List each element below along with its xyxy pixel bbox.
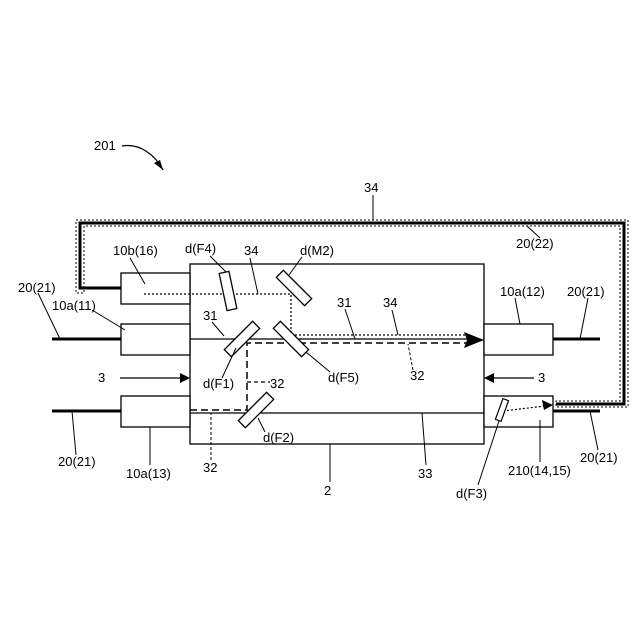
device-ref-label: 201 <box>94 138 116 153</box>
label-filter-F3: d(F3) <box>456 486 487 501</box>
ferrule-10b-16 <box>121 273 190 304</box>
label-31-mid: 31 <box>337 295 351 310</box>
leader-10a-11 <box>92 310 125 330</box>
label-body-2: 2 <box>324 483 331 498</box>
leader-10a-12 <box>515 298 520 324</box>
leader-34-mid <box>392 310 398 335</box>
label-31-left: 31 <box>203 308 217 323</box>
label-34-mid: 34 <box>383 295 397 310</box>
label-32-left: 32 <box>270 376 284 391</box>
label-filter-F1: d(F1) <box>203 376 234 391</box>
filter-F2 <box>238 392 273 427</box>
leader-20-21-right-bottom <box>590 411 598 450</box>
label-20-21-right-bottom: 20(21) <box>580 450 618 465</box>
leader-31-left <box>212 322 224 336</box>
mirror-M2 <box>276 270 311 305</box>
label-34-upper: 34 <box>244 243 258 258</box>
label-10a-13: 10a(13) <box>126 466 171 481</box>
leader-F5 <box>306 352 330 372</box>
label-mirror-M2: d(M2) <box>300 243 334 258</box>
label-filter-F2: d(F2) <box>263 430 294 445</box>
label-10b-16: 10b(16) <box>113 243 158 258</box>
label-20-21-left-bottom: 20(21) <box>58 454 96 469</box>
leader-M2 <box>289 257 302 275</box>
leader-20-21-left-bottom <box>72 411 76 455</box>
leader-31-mid <box>345 309 355 339</box>
label-10a-11: 10a(11) <box>52 298 96 313</box>
beam-combined-arrowhead <box>464 332 484 348</box>
label-34-top: 34 <box>364 180 378 195</box>
leader-F3 <box>478 421 499 485</box>
label-33: 33 <box>418 466 432 481</box>
label-3-left: 3 <box>98 370 105 385</box>
ref-3-left-arrowhead <box>180 373 190 383</box>
label-210: 210(14,15) <box>508 463 571 478</box>
label-20-21-left-top: 20(21) <box>18 280 56 295</box>
filter-F4 <box>219 271 237 310</box>
label-32-bottom: 32 <box>203 460 217 475</box>
label-10a-12: 10a(12) <box>500 284 545 299</box>
ferrule-10a-11 <box>121 324 190 355</box>
ferrule-10a-13 <box>121 396 190 427</box>
ref-3-right-arrowhead <box>484 373 494 383</box>
label-filter-F4: d(F4) <box>185 241 216 256</box>
ferrule-10a-12 <box>484 324 553 355</box>
label-32-right: 32 <box>410 368 424 383</box>
device-ref-arrowhead <box>154 160 163 170</box>
label-20-22: 20(22) <box>516 236 554 251</box>
device-ref-arrow <box>122 146 163 170</box>
label-20-21-right-top: 20(21) <box>567 284 605 299</box>
label-3-right: 3 <box>538 370 545 385</box>
label-filter-F5: d(F5) <box>328 370 359 385</box>
leader-20-21-right-top <box>580 298 588 339</box>
leader-33 <box>422 413 426 465</box>
leader-32-right <box>408 344 413 370</box>
